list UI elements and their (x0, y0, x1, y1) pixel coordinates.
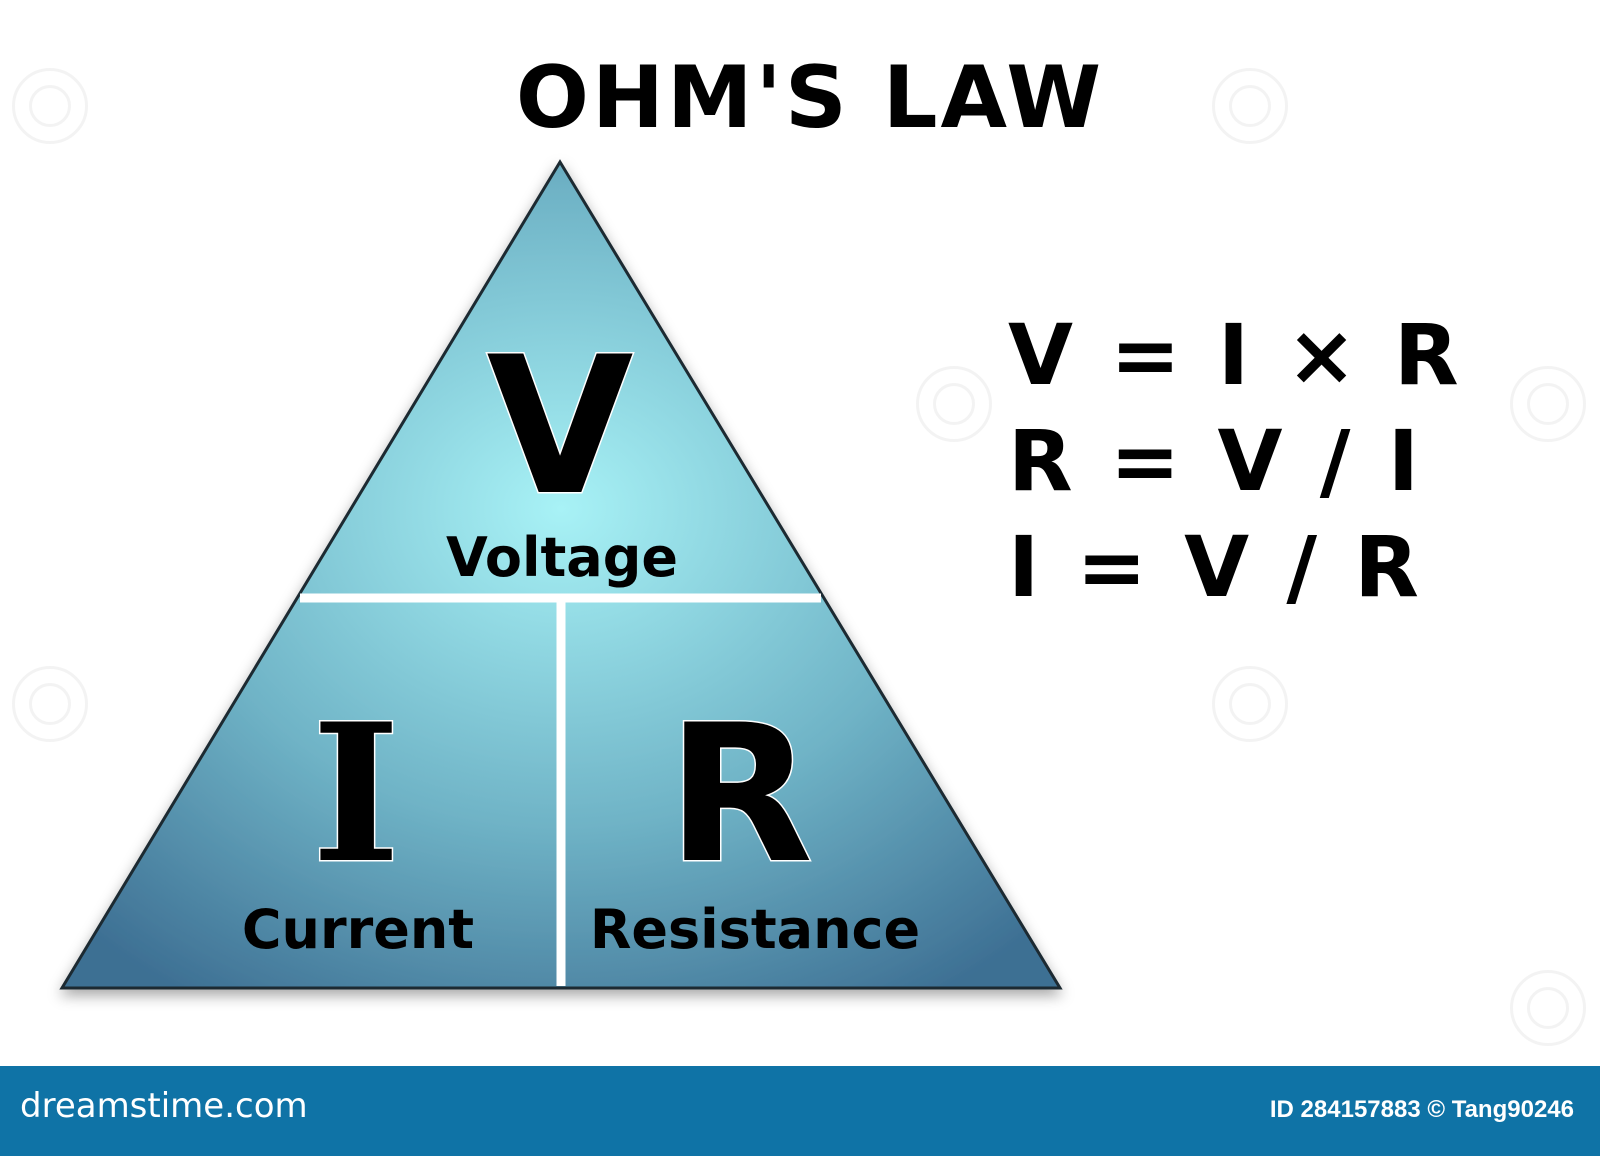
triangle-shape (59, 159, 1063, 990)
formula-current: I = V / R (1008, 518, 1423, 616)
footer-image-credit: ID 284157883 © Tang90246 (1269, 1096, 1574, 1123)
watermark-logo (12, 68, 88, 144)
diagram-title: OHM'S LAW (515, 48, 1105, 148)
current-symbol: I (312, 682, 401, 905)
footer-bar: dreamstime.com ID 284157883 © Tang90246 (0, 1066, 1600, 1156)
formula-voltage: V = I × R (1008, 306, 1463, 404)
voltage-label: Voltage (446, 526, 678, 589)
formula-list: V = I × R R = V / I I = V / R (1008, 302, 1478, 620)
watermark-logo (1510, 366, 1586, 442)
footer-brand-logo[interactable]: dreamstime.com (20, 1086, 308, 1126)
watermark-logo (1510, 970, 1586, 1046)
watermark-logo (1212, 68, 1288, 144)
watermark-logo (1212, 666, 1288, 742)
resistance-symbol: R (667, 684, 813, 905)
formula-resistance: R = V / I (1008, 412, 1423, 510)
resistance-label: Resistance (590, 898, 920, 961)
watermark-logo (916, 366, 992, 442)
voltage-symbol: V (486, 316, 633, 537)
watermark-logo (12, 666, 88, 742)
current-label: Current (242, 898, 474, 961)
